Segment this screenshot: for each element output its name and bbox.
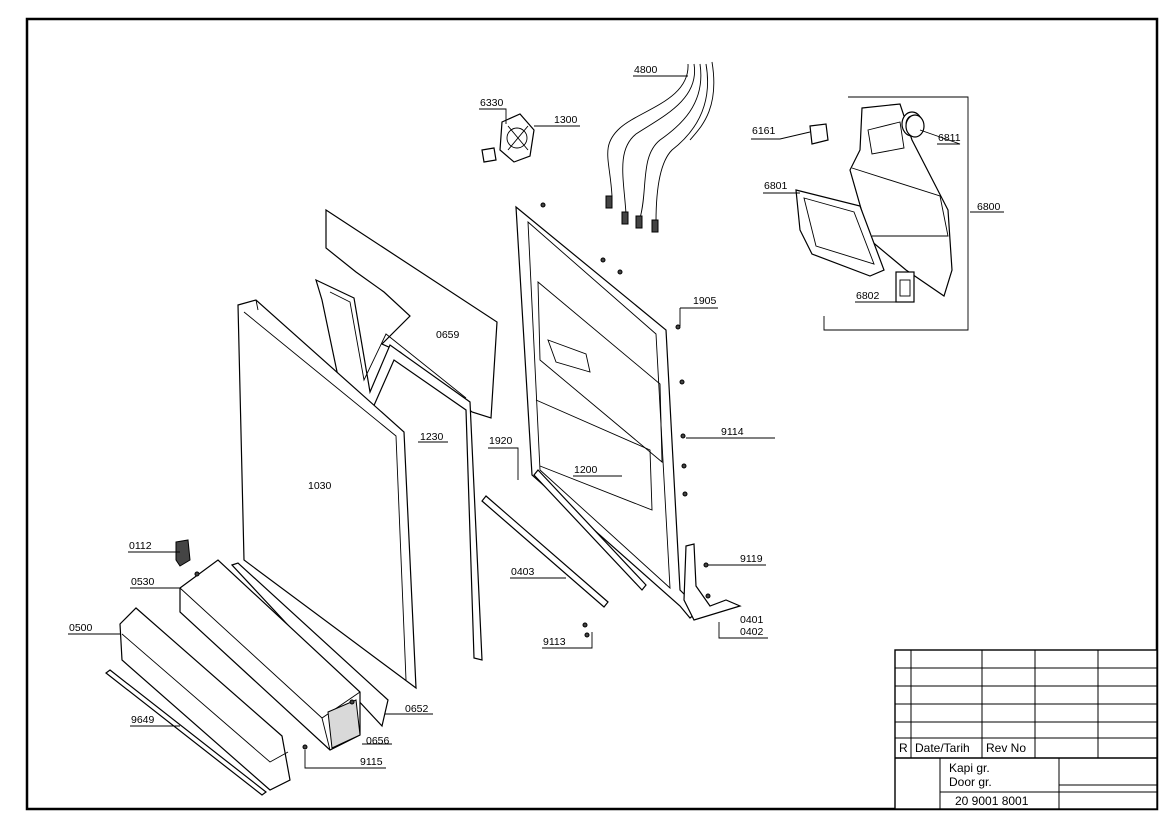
drawing-title: Kapi gr.: [949, 761, 990, 775]
drawing-number: 20 9001 8001: [955, 794, 1029, 808]
label-1920: 1920: [489, 435, 513, 447]
part-shape-0656: [327, 699, 361, 749]
label-9119: 9119: [740, 553, 763, 565]
part-shape-0112: [175, 539, 191, 567]
label-1200: 1200: [574, 464, 598, 476]
part-shape-6330: [481, 147, 497, 163]
label-0112: 0112: [129, 540, 152, 552]
label-0659: 0659: [436, 329, 460, 341]
part-shape-4800: [605, 61, 715, 233]
revision-col-date: Date/Tarih: [915, 741, 970, 755]
revision-col-revno: Rev No: [986, 741, 1026, 755]
label-6801: 6801: [764, 180, 788, 192]
part-shape-0659: [325, 208, 498, 419]
drawing-title-en: Door gr.: [949, 775, 992, 789]
label-1905: 1905: [693, 295, 717, 307]
screws: [194, 202, 711, 750]
label-1030: 1030: [308, 480, 332, 492]
part-shape-9649: [105, 669, 267, 796]
part-shape-1200: [515, 205, 701, 619]
part-shape-1030: [237, 299, 417, 690]
label-6330: 6330: [480, 97, 504, 109]
label-9649: 9649: [131, 714, 155, 726]
part-shape-6811: [905, 114, 925, 138]
part-labels: 4800 6330 1300 6161 6811 6801 6800 6802 …: [69, 64, 1001, 768]
label-1230: 1230: [420, 431, 444, 443]
part-shape-1920: [533, 469, 647, 591]
label-6161: 6161: [752, 125, 776, 137]
part-shape-6801: [795, 189, 885, 277]
part-shape-1300: [499, 113, 535, 163]
label-0500: 0500: [69, 622, 93, 634]
part-shape-6802: [895, 271, 915, 303]
label-9115: 9115: [360, 756, 383, 768]
part-shape-0403: [481, 495, 609, 608]
label-4800: 4800: [634, 64, 658, 76]
part-shape-0401: [683, 543, 742, 621]
part-shape-6161: [809, 123, 829, 145]
title-block: R Date/Tarih Rev No Kapi gr. Door gr. 20…: [894, 649, 1158, 810]
drawing-frame: [25, 17, 1159, 811]
label-0652: 0652: [405, 703, 429, 715]
label-0402: 0402: [740, 626, 764, 638]
label-0403: 0403: [511, 566, 535, 578]
part-shape-0500: [119, 607, 291, 791]
label-9114: 9114: [721, 426, 744, 438]
label-9113: 9113: [543, 636, 566, 648]
label-6800: 6800: [977, 201, 1001, 213]
label-6802: 6802: [856, 290, 880, 302]
label-0530: 0530: [131, 576, 155, 588]
label-0401: 0401: [740, 614, 764, 626]
label-1300: 1300: [554, 114, 578, 126]
label-6811: 6811: [938, 132, 961, 144]
revision-col-r: R: [899, 741, 908, 755]
leader-lines: [68, 75, 1004, 769]
label-0656: 0656: [366, 735, 390, 747]
